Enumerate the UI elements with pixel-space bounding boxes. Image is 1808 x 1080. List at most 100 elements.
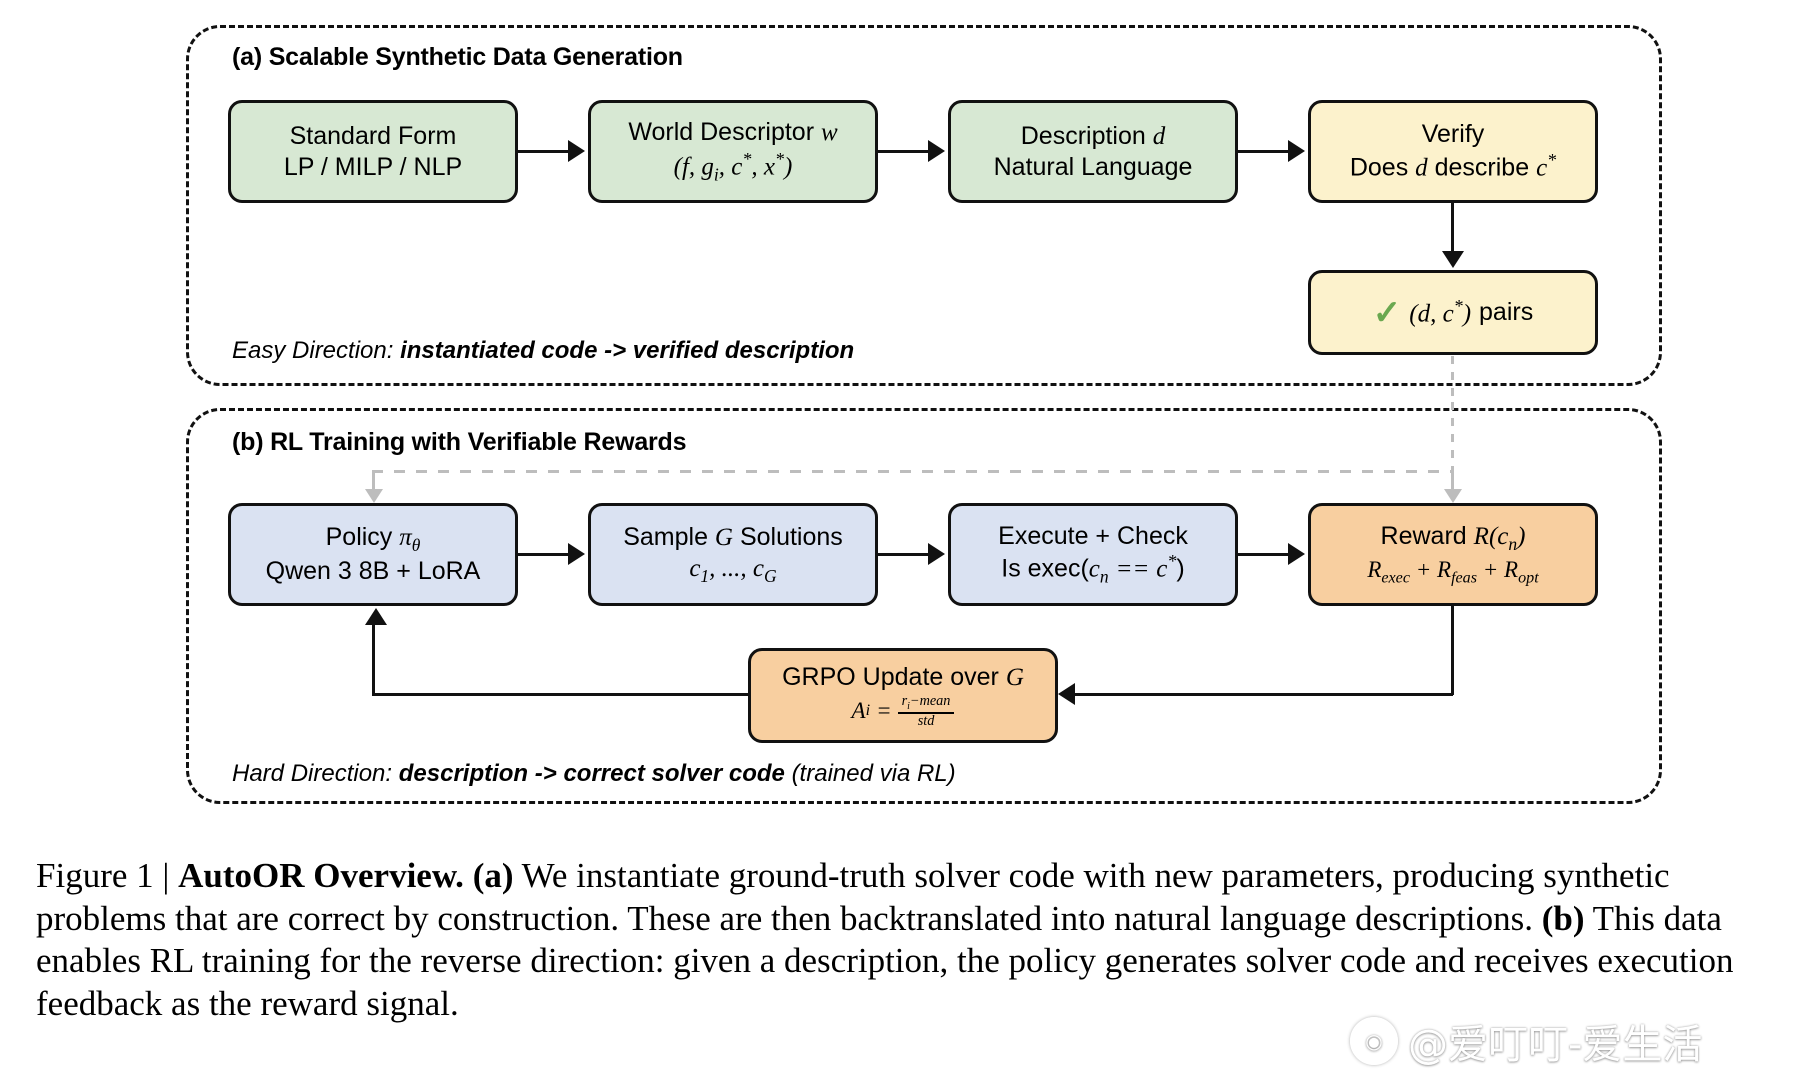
caption-bold-b: (b) — [1541, 898, 1585, 938]
symbol-r-sub: i — [907, 700, 910, 712]
reward-plus-2: + — [1482, 556, 1499, 582]
node-standard-form-line1: Standard Form — [289, 122, 457, 150]
arrowhead-reward-to-grpo — [1058, 683, 1075, 705]
panel-b-direction-label: Hard Direction: description -> correct s… — [232, 760, 956, 788]
symbol-cn: c — [1088, 555, 1100, 583]
node-description-line1: Description — [1020, 121, 1146, 150]
arrowhead-description-to-verify — [1288, 140, 1305, 162]
node-verify-describe: describe — [1434, 153, 1530, 182]
symbol-c-reward: c — [1497, 523, 1509, 551]
direction-a-prefix: Easy Direction: — [232, 337, 394, 364]
arrow-reward-down — [1451, 606, 1454, 695]
symbol-cG-sub: G — [764, 565, 777, 586]
arrow-sample-to-execute — [878, 553, 930, 556]
node-sample-pre: Sample — [623, 523, 708, 552]
caption-bold-a: (a) — [472, 856, 514, 895]
symbol-Rfeas-sub: feas — [1451, 569, 1477, 587]
symbol-cstar-exec: c — [1156, 555, 1168, 583]
symbol-r: r — [901, 692, 908, 709]
symbol-x: x — [763, 153, 776, 181]
arrowhead-execute-to-reward — [1288, 543, 1305, 565]
node-sample-post: Solutions — [739, 523, 843, 552]
node-execute-check: Execute + Check Is exec(cn == c*) — [948, 503, 1238, 606]
node-policy: Policy πθ Qwen 3 8B + LoRA — [228, 503, 518, 606]
direction-a-bold-1: instantiated code — [400, 337, 598, 364]
symbol-c: c — [731, 153, 743, 181]
symbol-Ropt: R — [1504, 556, 1519, 582]
caption-bold-title: AutoOR Overview. — [178, 856, 464, 895]
node-world-descriptor: World Descriptor w (f, gi, c*, x*) — [588, 100, 878, 203]
symbol-c1-sub: 1 — [700, 565, 710, 586]
arrowhead-world-to-description — [928, 140, 945, 162]
dashed-connector-drop-reward — [1451, 470, 1454, 492]
node-reward: Reward R(cn) Rexec + Rfeas + Ropt — [1308, 503, 1598, 606]
symbol-A-sub: i — [865, 702, 871, 720]
dashed-connector-vertical-right — [1451, 402, 1454, 472]
symbol-G: G — [714, 524, 733, 552]
arrowhead-grpo-to-policy — [365, 608, 387, 625]
direction-a-bold-2: verified description — [632, 337, 855, 364]
symbol-g: g — [701, 153, 714, 181]
arrowhead-dashed-to-policy — [365, 489, 383, 503]
node-verify: Verify Does d describe c* — [1308, 100, 1598, 203]
arrow-grpo-up — [372, 625, 375, 695]
direction-b-bold-2: correct solver code — [563, 760, 785, 787]
node-world-descriptor-line1: World Descriptor — [628, 118, 815, 147]
caption-text-a: We instantiate ground-truth solver code … — [36, 856, 1670, 938]
arrow-verify-to-pairs — [1451, 203, 1454, 253]
symbol-R: R — [1473, 523, 1489, 551]
arrowhead-verify-to-pairs — [1442, 251, 1464, 268]
symbol-f: f — [681, 153, 689, 181]
watermark-text: @爱叮叮-爱生活 — [1408, 1022, 1703, 1068]
caption-prefix: Figure 1 | — [36, 856, 179, 895]
symbol-theta: θ — [411, 535, 421, 556]
symbol-d-pairs: d — [1417, 299, 1431, 327]
arrow-policy-to-sample — [518, 553, 570, 556]
arrow-standard-to-world — [518, 150, 570, 153]
grpo-denominator: std — [917, 712, 935, 729]
symbol-Rexec: R — [1367, 556, 1382, 582]
symbol-cG: c — [752, 554, 765, 582]
panel-a-title: (a) Scalable Synthetic Data Generation — [232, 43, 683, 71]
node-verify-does: Does — [1349, 153, 1409, 182]
symbol-A: A — [851, 698, 866, 724]
node-policy-line1: Policy — [325, 523, 393, 552]
figure-caption: Figure 1 | AutoOR Overview. (a) We insta… — [36, 855, 1786, 1026]
symbol-c1: c — [689, 554, 701, 582]
symbol-G-grpo: G — [1005, 664, 1024, 692]
caption-text-b: This data enables RL training for the re… — [36, 898, 1734, 1024]
node-execute-check-line1: Execute + Check — [998, 521, 1188, 550]
dashed-connector-drop-policy — [372, 470, 375, 492]
node-execute-is: Is exec( — [1001, 554, 1089, 583]
grpo-num-rest: −mean — [909, 692, 951, 709]
symbol-Ropt-sub: opt — [1518, 569, 1539, 587]
node-grpo-pre: GRPO Update over — [782, 663, 999, 692]
arrow-world-to-description — [878, 150, 930, 153]
sample-dots: , ..., — [709, 554, 753, 582]
symbol-d: d — [1152, 122, 1166, 150]
node-description-line2: Natural Language — [993, 153, 1193, 181]
panel-b-title: (b) RL Training with Verifiable Rewards — [232, 428, 687, 456]
arrow-description-to-verify — [1238, 150, 1290, 153]
arrowhead-sample-to-execute — [928, 543, 945, 565]
arrowhead-standard-to-world — [568, 140, 585, 162]
dashed-connector-vertical-top — [1451, 356, 1454, 402]
node-verify-line1: Verify — [1421, 120, 1485, 149]
panel-b-container — [186, 408, 1662, 804]
symbol-Rfeas: R — [1437, 556, 1452, 582]
node-sample: Sample G Solutions c1, ..., cG — [588, 503, 878, 606]
symbol-c-pairs: c — [1442, 299, 1454, 327]
weibo-logo-icon: ◉ — [1350, 1017, 1398, 1065]
direction-b-suffix: (trained via RL) — [791, 760, 956, 787]
node-policy-line2: Qwen 3 8B + LoRA — [265, 557, 481, 586]
weibo-watermark: ◉ @爱叮叮-爱生活 — [1350, 1012, 1702, 1070]
direction-b-arrow: -> — [534, 760, 557, 787]
node-pairs: ✓ (d, c*) pairs — [1308, 270, 1598, 355]
arrowhead-dashed-to-reward — [1444, 489, 1462, 503]
symbol-equals: = — [876, 698, 892, 724]
arrow-grpo-to-policy — [372, 693, 750, 696]
dashed-connector-horizontal — [372, 470, 1452, 473]
symbol-c-reward-sub: n — [1508, 534, 1518, 555]
arrowhead-policy-to-sample — [568, 543, 585, 565]
symbol-pi: π — [399, 524, 412, 552]
